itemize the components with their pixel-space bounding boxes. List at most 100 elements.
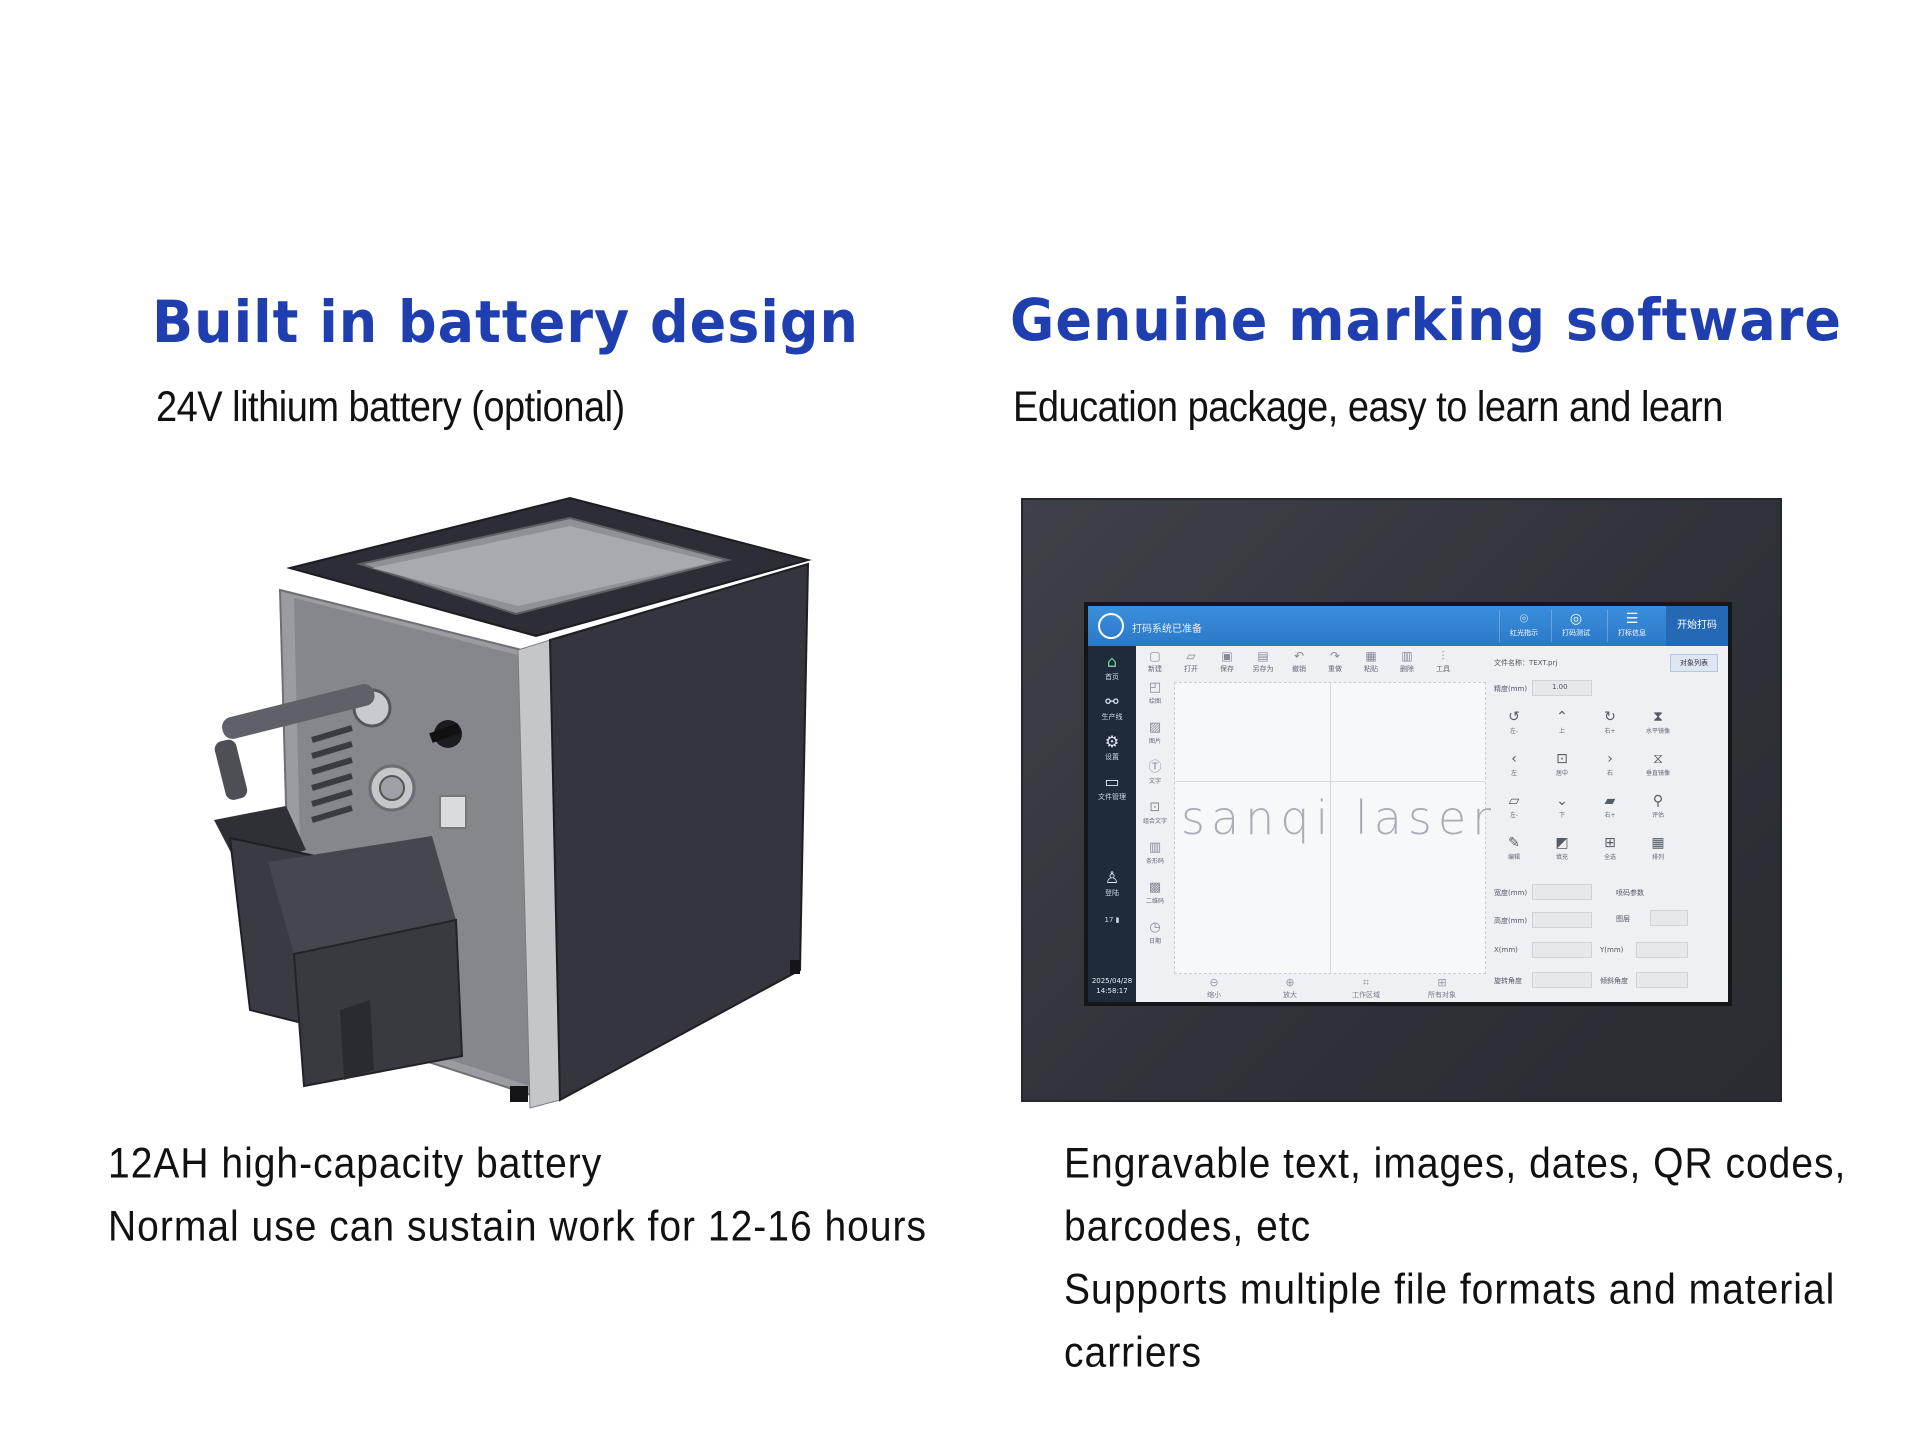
sidebar-item-home[interactable]: ⌂首页 <box>1088 652 1136 682</box>
width-input[interactable] <box>1532 884 1592 900</box>
evaluate-button[interactable]: ⚲评估 <box>1634 792 1682 819</box>
rotate-right-button[interactable]: ↻右+ <box>1586 708 1634 735</box>
rotate-left-icon: ↺ <box>1508 709 1520 725</box>
battery-heading: Built in battery design <box>152 288 859 357</box>
redo-icon: ↷ <box>1329 649 1341 663</box>
open-folder-icon: ▱ <box>1186 649 1196 663</box>
app-logo-icon <box>1098 613 1124 639</box>
move-down-button[interactable]: ⌄下 <box>1538 792 1586 819</box>
skew-angle-label: 倾斜角度 <box>1600 977 1628 985</box>
test-print-button[interactable]: ◎打码测试 <box>1551 610 1600 642</box>
precision-input[interactable] <box>1532 680 1592 696</box>
tool-paste[interactable]: ▦粘贴 <box>1356 648 1386 674</box>
center-icon: ⊡ <box>1556 751 1568 767</box>
shapes-icon: ◰ <box>1148 680 1162 695</box>
skew-angle-input[interactable] <box>1636 972 1688 988</box>
software-caption-2: barcodes, etc <box>1064 1203 1312 1251</box>
insert-combined-text[interactable]: ⊡组合文字 <box>1140 800 1170 825</box>
folder-icon: ▭ <box>1104 772 1120 791</box>
home-icon: ⌂ <box>1106 652 1118 671</box>
list-icon: ☰ <box>1625 611 1639 627</box>
qrcode-icon: ▩ <box>1148 880 1162 895</box>
work-area-button[interactable]: ⌗工作区域 <box>1336 976 1396 1000</box>
tool-open[interactable]: ▱打开 <box>1176 648 1206 674</box>
x-input[interactable] <box>1532 942 1592 958</box>
file-name-label: 文件名称：TEXT.prj <box>1494 659 1558 667</box>
gear-icon: ⚙ <box>1104 732 1120 751</box>
layer-select[interactable] <box>1650 910 1688 926</box>
battery-indicator: 17 ▮ <box>1104 916 1120 924</box>
insert-image[interactable]: ▨图片 <box>1140 720 1170 745</box>
mirror-vertical-button[interactable]: ⧖垂直镜像 <box>1634 750 1682 777</box>
properties-panel: 文件名称：TEXT.prj 对象列表 精度(mm) 1.00 ↺左- ⌃上 ↻右… <box>1490 648 1724 998</box>
sidebar-item-files[interactable]: ▭文件管理 <box>1088 772 1136 802</box>
fill-icon: ◩ <box>1555 835 1569 851</box>
zoom-in-button[interactable]: ⊕放大 <box>1260 976 1320 1000</box>
rotation-input[interactable] <box>1532 972 1592 988</box>
move-right-button[interactable]: ›右 <box>1586 750 1634 777</box>
canvas-center-horizontal <box>1175 781 1485 782</box>
tool-save[interactable]: ▣保存 <box>1212 648 1242 674</box>
software-subheading: Education package, easy to learn and lea… <box>1013 384 1723 432</box>
zoom-out-icon: ⊖ <box>1209 976 1219 989</box>
new-file-icon: ▢ <box>1149 649 1161 663</box>
zoom-in-icon: ⊕ <box>1285 976 1295 989</box>
object-list-button[interactable]: 对象列表 <box>1670 654 1718 672</box>
save-as-icon: ▤ <box>1257 649 1269 663</box>
red-light-button[interactable]: ⌾红光指示 <box>1499 610 1548 642</box>
clock-readout: 2025/04/28 14:58:17 <box>1090 976 1134 996</box>
y-input[interactable] <box>1636 942 1688 958</box>
software-screen: 打码系统已准备 ⌾红光指示 ◎打码测试 ☰打标信息 开始打码 ⌂首页 ⚯生产线 … <box>1084 602 1732 1006</box>
tool-delete[interactable]: ▥删除 <box>1392 648 1422 674</box>
tool-redo[interactable]: ↷重做 <box>1320 648 1350 674</box>
center-button[interactable]: ⊡居中 <box>1538 750 1586 777</box>
tool-undo[interactable]: ↶撤销 <box>1284 648 1314 674</box>
clock-date: 2025/04/28 <box>1091 977 1133 985</box>
tool-save-as[interactable]: ▤另存为 <box>1248 648 1278 674</box>
save-icon: ▣ <box>1221 649 1233 663</box>
print-info-button[interactable]: ☰打标信息 <box>1607 610 1656 642</box>
height-input[interactable] <box>1532 912 1592 928</box>
tools-icon: ⫶ <box>1441 649 1445 663</box>
start-print-button[interactable]: 开始打码 <box>1666 606 1728 646</box>
combined-text-icon: ⊡ <box>1149 800 1161 815</box>
design-canvas[interactable]: sanqi laser <box>1174 682 1491 974</box>
height-label: 高度(mm) <box>1494 917 1528 925</box>
paste-icon: ▦ <box>1365 649 1377 663</box>
x-label: X(mm) <box>1494 946 1518 954</box>
zoom-out-button[interactable]: ⊖缩小 <box>1184 976 1244 1000</box>
skew-left-button[interactable]: ▱左- <box>1490 792 1538 819</box>
insert-qrcode[interactable]: ▩二维码 <box>1140 880 1170 905</box>
location-pin-icon: ⌾ <box>1519 611 1529 627</box>
tool-tools[interactable]: ⫶工具 <box>1428 648 1458 674</box>
grid-icon: ⊞ <box>1437 976 1447 989</box>
canvas-sample-text[interactable]: sanqi laser <box>1181 791 1498 845</box>
mirror-horizontal-button[interactable]: ⧗水平镜像 <box>1634 708 1682 735</box>
arrange-icon: ▦ <box>1651 835 1665 851</box>
image-icon: ▨ <box>1148 720 1162 735</box>
rotate-right-icon: ↻ <box>1604 709 1616 725</box>
view-toolbar: ⊖缩小 ⊕放大 ⌗工作区域 ⊞所有对象 <box>1174 976 1484 1002</box>
sidebar-item-settings[interactable]: ⚙设置 <box>1088 732 1136 762</box>
tool-new[interactable]: ▢新建 <box>1140 648 1170 674</box>
insert-barcode[interactable]: ▥条形码 <box>1140 840 1170 865</box>
edit-button[interactable]: ✎编辑 <box>1490 834 1538 861</box>
all-objects-button[interactable]: ⊞所有对象 <box>1412 976 1472 1000</box>
sidebar-item-production[interactable]: ⚯生产线 <box>1088 692 1136 722</box>
topbar-status-title: 打码系统已准备 <box>1132 624 1202 635</box>
skew-right-button[interactable]: ▰右+ <box>1586 792 1634 819</box>
select-all-button[interactable]: ⊞全选 <box>1586 834 1634 861</box>
move-left-button[interactable]: ‹左 <box>1490 750 1538 777</box>
y-label: Y(mm) <box>1600 946 1624 954</box>
insert-draw[interactable]: ◰绘图 <box>1140 680 1170 705</box>
print-params-label: 喷码参数 <box>1616 889 1644 897</box>
move-up-button[interactable]: ⌃上 <box>1538 708 1586 735</box>
width-label: 宽度(mm) <box>1494 889 1528 897</box>
rotate-left-button[interactable]: ↺左- <box>1490 708 1538 735</box>
insert-date[interactable]: ◷日期 <box>1140 920 1170 945</box>
fill-button[interactable]: ◩填充 <box>1538 834 1586 861</box>
sidebar-item-login[interactable]: ♙登陆 <box>1088 868 1136 898</box>
arrange-button[interactable]: ▦排列 <box>1634 834 1682 861</box>
mirror-vertical-icon: ⧖ <box>1653 751 1663 767</box>
